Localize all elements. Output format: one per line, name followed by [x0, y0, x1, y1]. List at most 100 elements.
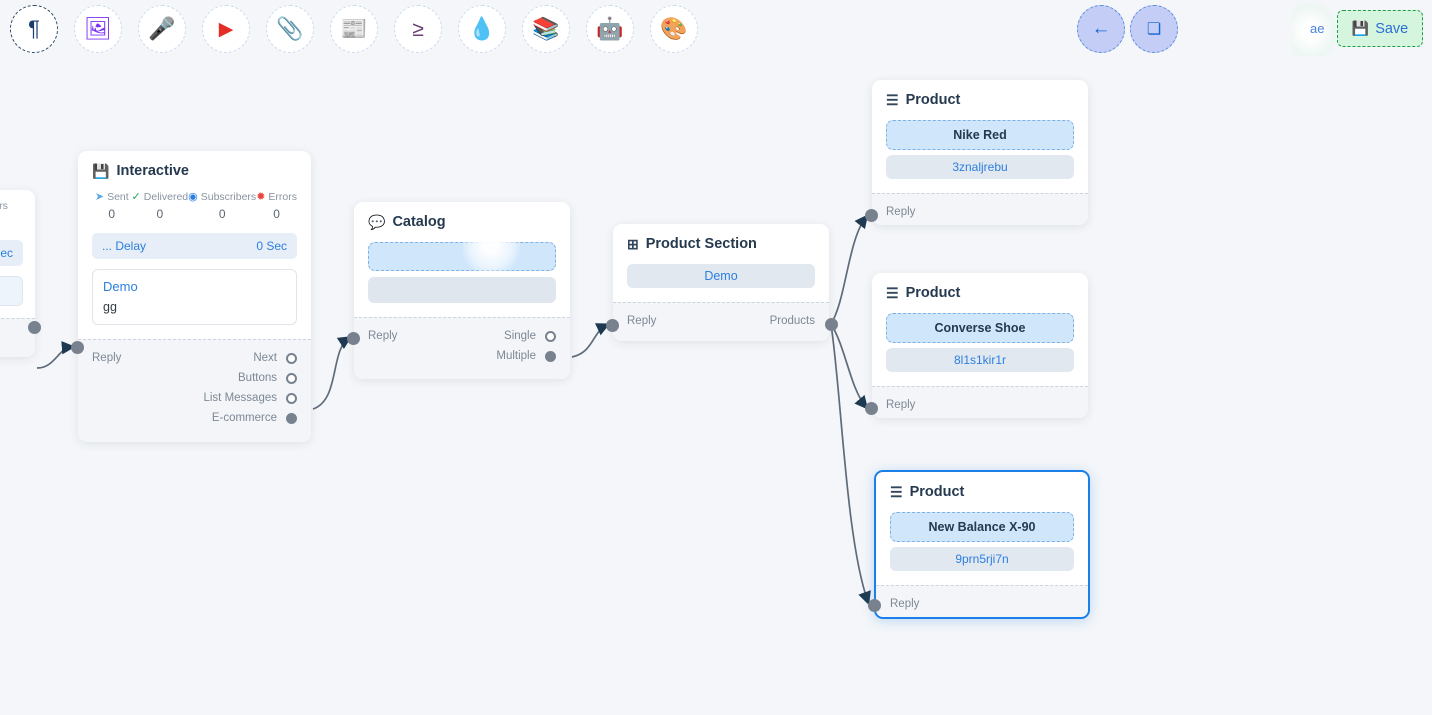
delay-row[interactable]: ... Delay 0 Sec [92, 233, 297, 259]
port-label: Multiple [496, 350, 536, 362]
catalog-plain-block[interactable] [368, 277, 556, 303]
port-row-multiple[interactable]: Multiple [368, 346, 556, 366]
delay-row[interactable]: Sec [0, 240, 23, 266]
output-handle-products[interactable] [825, 318, 838, 331]
port-row-single[interactable]: Single [368, 326, 556, 346]
message-title: Demo [103, 279, 138, 294]
node-title: ☰ Product [886, 92, 1074, 108]
edge-catalog-to-product-section [571, 323, 611, 358]
port-dot-next[interactable] [286, 352, 297, 364]
message-box[interactable] [0, 276, 23, 306]
node-product-section[interactable]: ⊞ Product Section Demo Reply Products [606, 224, 838, 341]
node-title-text: Product [905, 92, 961, 108]
port-dot-multiple[interactable] [545, 350, 556, 362]
attachment-icon: 📎 [276, 16, 304, 41]
product-name[interactable]: New Balance X-90 [890, 512, 1074, 542]
node-footer: Reply [872, 386, 1088, 418]
palette-item-file[interactable]: 📎 [266, 5, 314, 53]
palette-item-bot[interactable]: 🤖 [586, 5, 634, 53]
input-handle-reply[interactable] [606, 319, 619, 332]
port-row-buttons[interactable]: Buttons [92, 368, 297, 388]
stat-label: Sent [107, 191, 129, 203]
bot-icon: 🤖 [596, 16, 624, 41]
node-title-text: Product [905, 285, 961, 301]
catalog-selected-block[interactable] [368, 242, 556, 271]
port-label-reply: Reply [890, 598, 920, 610]
microphone-icon: 🎤 [148, 16, 176, 41]
port-label: Single [504, 330, 536, 342]
node-title: ☰ Product [890, 484, 1074, 500]
product-section-item[interactable]: Demo [627, 264, 815, 288]
port-row-next[interactable]: Next [92, 348, 297, 368]
input-handle-reply[interactable] [865, 402, 878, 415]
product-code[interactable]: 8l1s1kir1r [886, 348, 1074, 372]
port-dot-ecommerce[interactable] [286, 412, 297, 424]
stat-sent: ➤ Sent 0 [92, 191, 132, 221]
stat-label: Subscribers [200, 191, 257, 203]
message-text: gg [103, 300, 117, 314]
edge-interactive-to-catalog [312, 336, 352, 410]
stat-errors: ✹ Errors 0 [256, 191, 297, 221]
node-catalog[interactable]: 💬 Catalog Reply Single Multiple [347, 202, 570, 379]
input-handle-reply[interactable] [71, 341, 84, 354]
port-dot-single[interactable] [545, 330, 556, 342]
port-label: Products [769, 315, 815, 327]
node-palette-toolbar: ¶ 🖼 🎤 ▶ 📎 📰 ≥ 💧 📚 🤖 🎨 [0, 0, 1432, 58]
save-disk-icon: 💾 [1351, 20, 1370, 36]
palette-item-condition[interactable]: ≥ [394, 5, 442, 53]
port-dot-list-messages[interactable] [286, 392, 297, 404]
delay-value: 0 Sec [256, 239, 287, 253]
partially-hidden-label: ae [1310, 21, 1325, 36]
input-handle-reply[interactable] [347, 332, 360, 345]
palette-item-list[interactable]: 📚 [522, 5, 570, 53]
node-product-2[interactable]: ☰ Product Converse Shoe 8l1s1kir1r Reply [865, 273, 1088, 418]
port-label-reply: Reply [886, 206, 916, 218]
port-row-list-messages[interactable]: List Messages [92, 388, 297, 408]
save-button-label: Save [1375, 20, 1409, 37]
product-list-icon: ☰ [886, 285, 899, 301]
product-list-icon: ☰ [886, 92, 899, 108]
message-box[interactable]: Demo gg [92, 269, 297, 325]
port-dot-buttons[interactable] [286, 372, 297, 384]
node-title: ☰ Product [886, 285, 1074, 301]
product-name[interactable]: Converse Shoe [886, 313, 1074, 343]
palette-item-audio[interactable]: 🎤 [138, 5, 186, 53]
product-list-icon: ☰ [890, 484, 903, 500]
port-row: essage [0, 327, 21, 347]
port-label: E-commerce [211, 412, 277, 424]
palette-item-image[interactable]: 🖼 [74, 5, 122, 53]
stat-label: Errors [268, 191, 297, 203]
palette-item-drop[interactable]: 💧 [458, 5, 506, 53]
node-product-3[interactable]: ☰ Product New Balance X-90 9prn5rji7n Re… [868, 470, 1090, 619]
node-title-text: Interactive [116, 163, 189, 179]
back-button[interactable]: ← [1077, 5, 1125, 53]
node-interactive[interactable]: 💾 Interactive ➤ Sent 0 ✓ Delivered 0 [71, 151, 311, 442]
product-name[interactable]: Nike Red [886, 120, 1074, 150]
subscribers-user-icon: ◉ [188, 190, 198, 203]
video-icon: ▶ [218, 18, 234, 40]
stat-label: Delivered [143, 191, 189, 203]
node-title-text: Product [909, 484, 965, 500]
input-handle-reply[interactable] [868, 599, 881, 612]
stat-value: 0 [108, 207, 116, 221]
save-button[interactable]: 💾 Save [1337, 10, 1423, 47]
stat-subscribers: ◉ Subscribers 0 [188, 191, 256, 221]
product-code[interactable]: 3znaljrebu [886, 155, 1074, 179]
partial-node-left[interactable]: ✹Errors 0 Sec essage [0, 190, 41, 357]
fit-screen-button[interactable]: ❏ [1130, 5, 1178, 53]
palette-item-text[interactable]: ¶ [10, 5, 58, 53]
port-row-ecommerce[interactable]: E-commerce [92, 408, 297, 428]
product-code[interactable]: 9prn5rji7n [890, 547, 1074, 571]
output-handle[interactable] [28, 321, 41, 334]
node-title-text: Product Section [645, 236, 757, 252]
node-title: 💾 Interactive [92, 163, 297, 179]
palette-item-template[interactable]: 🎨 [650, 5, 698, 53]
palette-item-video[interactable]: ▶ [202, 5, 250, 53]
palette-item-card[interactable]: 📰 [330, 5, 378, 53]
port-label-reply: Reply [627, 315, 657, 327]
stat-value: 0 [218, 207, 226, 221]
port-row-products[interactable]: Products [627, 311, 815, 331]
input-handle-reply[interactable] [865, 209, 878, 222]
node-product-1[interactable]: ☰ Product Nike Red 3znaljrebu Reply [865, 80, 1088, 225]
